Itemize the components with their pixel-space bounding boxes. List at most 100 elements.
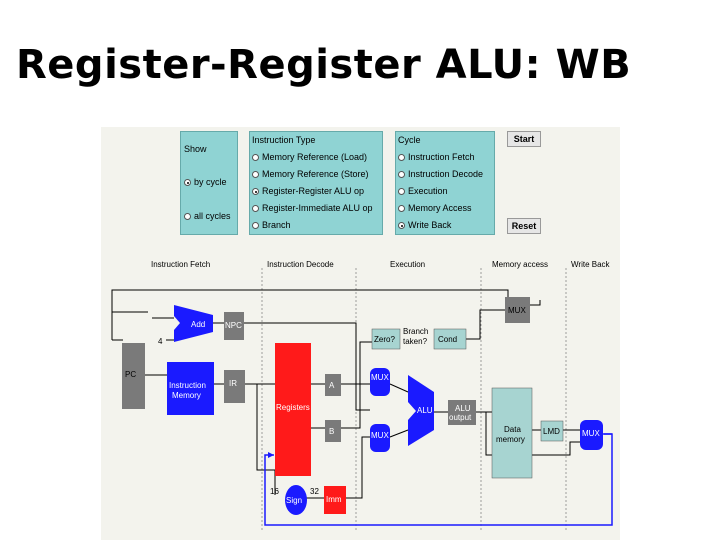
cycle-option-label: Memory Access: [408, 203, 472, 213]
instr-option-ri-alu[interactable]: Register-Immediate ALU op: [252, 203, 373, 214]
cycle-option-memory[interactable]: Memory Access: [398, 203, 472, 214]
mux-writeback-label: MUX: [582, 429, 600, 438]
mux-pc-label: MUX: [508, 306, 526, 315]
show-all-cycles-label: all cycles: [194, 211, 231, 221]
reset-button[interactable]: Reset: [507, 218, 541, 234]
radio-icon[interactable]: [252, 222, 259, 229]
register-file-label: Registers: [276, 403, 310, 412]
instr-option-load[interactable]: Memory Reference (Load): [252, 152, 367, 163]
radio-icon[interactable]: [252, 205, 259, 212]
npc-register: [224, 312, 244, 340]
ir-label: IR: [229, 379, 237, 388]
page-title: Register-Register ALU: WB: [16, 42, 632, 88]
radio-icon[interactable]: [398, 154, 405, 161]
arrowhead-icon: [268, 452, 274, 458]
pc-label: PC: [125, 370, 136, 379]
instr-option-branch[interactable]: Branch: [252, 220, 291, 231]
register-file: [275, 343, 311, 476]
a-label: A: [329, 381, 335, 390]
radio-icon[interactable]: [184, 179, 191, 186]
radio-icon[interactable]: [398, 188, 405, 195]
instr-option-label: Register-Register ALU op: [262, 186, 365, 196]
mux-b: [370, 424, 390, 452]
cycle-option-label: Execution: [408, 186, 448, 196]
ir-register: [224, 370, 245, 403]
wires: [111, 289, 580, 499]
instruction-type-heading: Instruction Type: [252, 135, 316, 145]
fetch-adder: [174, 305, 213, 342]
data-memory-label-1: Data: [504, 425, 521, 434]
bits16-label: 16: [270, 487, 279, 496]
instruction-memory: [167, 362, 214, 415]
imm-register: [324, 486, 346, 514]
constant-four: 4: [158, 337, 163, 346]
lmd-label: LMD: [543, 427, 560, 436]
cycle-option-decode[interactable]: Instruction Decode: [398, 169, 483, 180]
instr-option-label: Register-Immediate ALU op: [262, 203, 373, 213]
instr-option-store[interactable]: Memory Reference (Store): [252, 169, 369, 180]
sign-extend-unit: [285, 485, 307, 515]
mux-a: [370, 368, 390, 396]
cycle-option-writeback[interactable]: Write Back: [398, 220, 451, 231]
instr-option-label: Memory Reference (Store): [262, 169, 369, 179]
branch-label-1: Branch: [403, 327, 428, 336]
data-memory: [491, 387, 533, 479]
cond-register: [433, 328, 467, 350]
instr-option-label: Branch: [262, 220, 291, 230]
stage-label-execution: Execution: [390, 260, 426, 269]
alu-output-label-2: output: [449, 413, 472, 422]
stage-label-memory: Memory access: [492, 260, 549, 269]
mux-writeback: [580, 420, 603, 450]
pc-register: [122, 343, 145, 409]
start-button[interactable]: Start: [507, 131, 541, 147]
show-heading: Show: [184, 144, 207, 154]
bits32-label: 32: [310, 487, 319, 496]
writeback-wire: [264, 433, 613, 526]
alu-output-register: [448, 400, 476, 425]
b-label: B: [329, 427, 334, 436]
stage-label-writeback: Write Back: [571, 260, 610, 269]
show-by-cycle-label: by cycle: [194, 177, 227, 187]
instr-option-label: Memory Reference (Load): [262, 152, 368, 162]
stage-label-fetch: Instruction Fetch: [151, 260, 211, 269]
cycle-option-label: Instruction Fetch: [408, 152, 475, 162]
stage-label-decode: Instruction Decode: [267, 260, 334, 269]
mux-a-label: MUX: [371, 373, 389, 382]
radio-icon[interactable]: [252, 171, 259, 178]
radio-icon[interactable]: [252, 188, 259, 195]
cond-label: Cond: [438, 335, 457, 344]
show-panel: Show by cycle all cycles: [180, 131, 238, 235]
cycle-option-label: Write Back: [408, 220, 452, 230]
lmd-register: [540, 420, 564, 442]
a-register: [325, 374, 341, 396]
zero-test: [371, 328, 401, 350]
cycle-option-label: Instruction Decode: [408, 169, 484, 179]
mux-b-label: MUX: [371, 431, 389, 440]
b-register: [325, 420, 341, 442]
cycle-heading: Cycle: [398, 135, 421, 145]
radio-icon[interactable]: [398, 205, 405, 212]
instruction-type-panel: Instruction Type Memory Reference (Load)…: [249, 131, 383, 235]
radio-icon[interactable]: [398, 222, 405, 229]
instruction-memory-label-1: Instruction: [169, 381, 206, 390]
radio-icon[interactable]: [184, 213, 191, 220]
show-all-cycles-option[interactable]: all cycles: [184, 211, 231, 222]
cycle-panel: Cycle Instruction Fetch Instruction Deco…: [395, 131, 495, 235]
sign-extend-label: Sign: [286, 496, 302, 505]
zero-label: Zero?: [374, 335, 395, 344]
data-memory-label-2: memory: [496, 435, 525, 444]
show-by-cycle-option[interactable]: by cycle: [184, 177, 227, 188]
instr-option-rr-alu[interactable]: Register-Register ALU op: [252, 186, 364, 197]
fetch-adder-label: Add: [191, 320, 205, 329]
alu-output-label-1: ALU: [455, 404, 471, 413]
cycle-option-fetch[interactable]: Instruction Fetch: [398, 152, 475, 163]
radio-icon[interactable]: [398, 171, 405, 178]
instruction-memory-label-2: Memory: [172, 391, 201, 400]
branch-label-2: taken?: [403, 337, 428, 346]
alu: [408, 375, 434, 446]
imm-label: Imm: [326, 495, 342, 504]
mux-pc: [505, 297, 530, 323]
cycle-option-execution[interactable]: Execution: [398, 186, 448, 197]
radio-icon[interactable]: [252, 154, 259, 161]
